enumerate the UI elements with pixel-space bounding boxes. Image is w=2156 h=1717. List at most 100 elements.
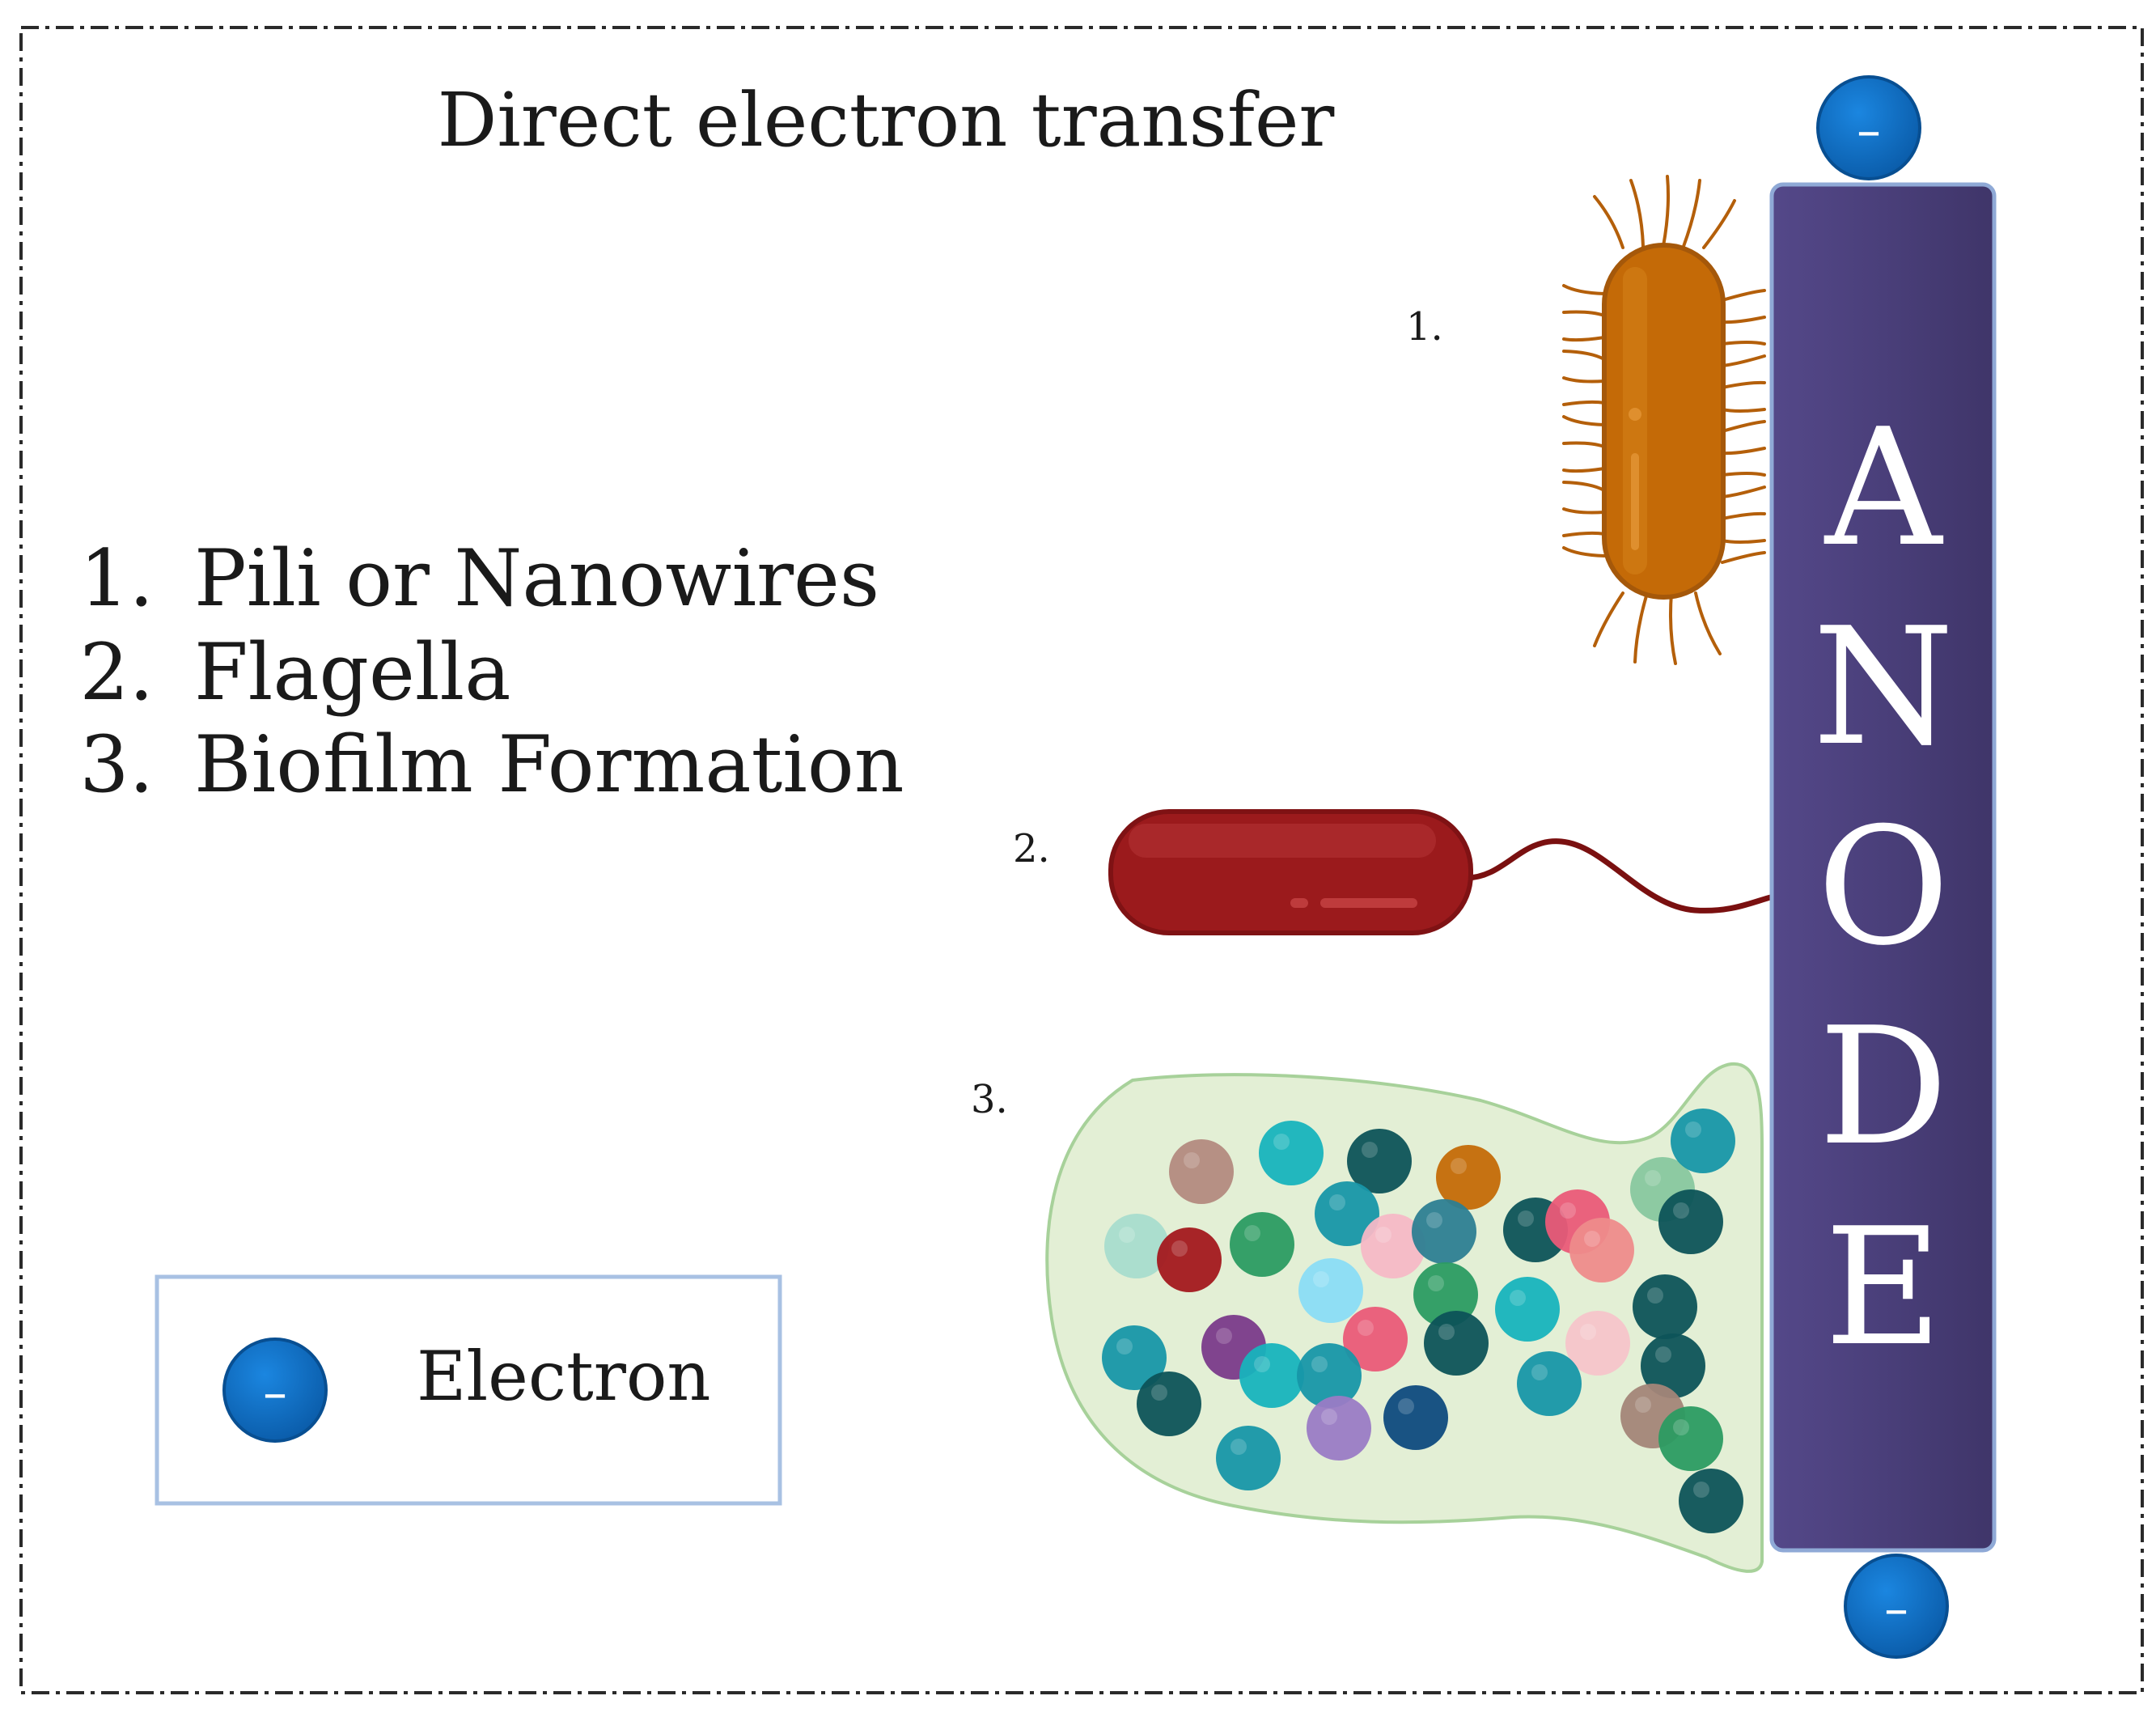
pilus <box>1562 310 1606 317</box>
biofilm-cell-highlight <box>1560 1202 1576 1219</box>
biofilm-cell-highlight <box>1311 1356 1328 1372</box>
biofilm-cell-highlight <box>1635 1397 1651 1413</box>
marker-1: 1. <box>1406 304 1443 350</box>
pilus <box>1662 175 1671 248</box>
biofilm-cell <box>1239 1343 1304 1408</box>
pilus <box>1562 467 1606 473</box>
biofilm <box>1045 1062 1764 1573</box>
anode-letter-o: O <box>1817 793 1950 981</box>
biofilm-cell <box>1102 1325 1167 1390</box>
biofilm-cell-highlight <box>1647 1287 1663 1304</box>
pilus <box>1721 420 1766 433</box>
list-label-1: Pili or Nanowires <box>194 533 879 624</box>
pilus <box>1721 485 1766 498</box>
pilus <box>1562 350 1606 361</box>
pilus <box>1562 531 1606 537</box>
biofilm-cell-highlight <box>1313 1271 1329 1287</box>
biofilm-cell-highlight <box>1518 1210 1534 1227</box>
biofilm-cell-highlight <box>1119 1227 1135 1243</box>
biofilm-cell-highlight <box>1673 1202 1689 1219</box>
pilus <box>1562 507 1606 515</box>
pilus <box>1629 179 1645 248</box>
biofilm-cell-highlight <box>1428 1275 1444 1291</box>
biofilm-cell <box>1315 1181 1379 1246</box>
biofilm-cell <box>1169 1139 1234 1204</box>
list-number-3: 3. <box>79 719 154 810</box>
marker-2: 2. <box>1013 826 1050 871</box>
biofilm-cell <box>1436 1145 1501 1210</box>
pilus <box>1721 539 1766 544</box>
pilus <box>1721 289 1766 302</box>
biofilm-cell <box>1137 1371 1201 1436</box>
list-number-1: 1. <box>79 533 154 624</box>
legend-electron-icon: – <box>222 1338 328 1443</box>
biofilm-cell <box>1216 1426 1281 1490</box>
biofilm-cell <box>1307 1396 1371 1461</box>
biofilm-cell <box>1104 1214 1169 1278</box>
biofilm-cell-highlight <box>1673 1419 1689 1435</box>
pilus <box>1721 408 1766 413</box>
biofilm-cell-highlight <box>1244 1225 1260 1241</box>
list-label-2: Flagella <box>194 627 510 718</box>
pilus <box>1562 400 1606 406</box>
pilus <box>1633 591 1649 663</box>
biofilm-cell-highlight <box>1426 1212 1442 1228</box>
electron-top: – <box>1816 75 1921 180</box>
pilus <box>1721 354 1766 367</box>
pilus <box>1721 341 1766 346</box>
pilus <box>1562 546 1606 557</box>
pilus <box>1721 380 1766 389</box>
pilus <box>1721 316 1766 324</box>
biofilm-cell-highlight <box>1655 1346 1671 1363</box>
biofilm-cell <box>1413 1262 1478 1327</box>
biofilm-cell-highlight <box>1116 1338 1133 1355</box>
pilus <box>1562 481 1606 492</box>
biofilm-cell-highlight <box>1216 1328 1232 1344</box>
pilus <box>1668 591 1677 665</box>
biofilm-cell-highlight <box>1184 1152 1200 1168</box>
biofilm-cell <box>1383 1385 1448 1450</box>
biofilm-cell <box>1343 1307 1408 1371</box>
legend-electron-minus: – <box>263 1365 287 1422</box>
marker-3: 3. <box>971 1077 1008 1122</box>
anode-letter-a: A <box>1823 394 1944 583</box>
pili-nanowires <box>1562 175 1766 665</box>
outer-frame <box>19 26 2144 1694</box>
anode-letter-e: E <box>1824 1193 1942 1382</box>
electron-bottom-minus: – <box>1884 1581 1908 1638</box>
biofilm-cell-highlight <box>1151 1384 1167 1401</box>
biofilm-cell <box>1361 1214 1425 1278</box>
biofilm-cell <box>1424 1311 1489 1376</box>
biofilm-cell-highlight <box>1171 1240 1188 1257</box>
biofilm-cell-highlight <box>1438 1324 1455 1340</box>
pilus <box>1562 415 1606 426</box>
biofilm-cell <box>1658 1189 1723 1254</box>
biofilm-cell-highlight <box>1358 1320 1374 1336</box>
biofilm-cell-highlight <box>1362 1142 1378 1158</box>
pilus <box>1593 591 1624 647</box>
pilus <box>1562 336 1606 342</box>
diagram-title: Direct electron transfer <box>438 77 1335 163</box>
list-number-2: 2. <box>79 627 154 718</box>
biofilm-cell-highlight <box>1645 1170 1661 1186</box>
anode: A N O D E <box>1769 182 1997 1553</box>
pilus <box>1562 376 1606 384</box>
flagellum <box>1463 838 1777 914</box>
pilus <box>1721 551 1766 564</box>
anode-letter-n: N <box>1813 593 1955 782</box>
pilus <box>1694 591 1722 655</box>
pilus <box>1702 199 1736 249</box>
biofilm-cell-highlight <box>1451 1158 1467 1174</box>
pilus <box>1682 179 1701 248</box>
biofilm-cell <box>1259 1121 1324 1185</box>
biofilm-cell <box>1412 1199 1476 1264</box>
biofilm-cell <box>1347 1129 1412 1193</box>
list-label-3: Biofilm Formation <box>194 719 904 810</box>
biofilm-cell <box>1297 1343 1362 1408</box>
biofilm-cell-highlight <box>1273 1134 1290 1150</box>
biofilm-cell <box>1495 1277 1560 1342</box>
electron-top-minus: – <box>1857 103 1881 159</box>
biofilm-cell-highlight <box>1531 1364 1548 1380</box>
biofilm-cell-highlight <box>1580 1324 1596 1340</box>
